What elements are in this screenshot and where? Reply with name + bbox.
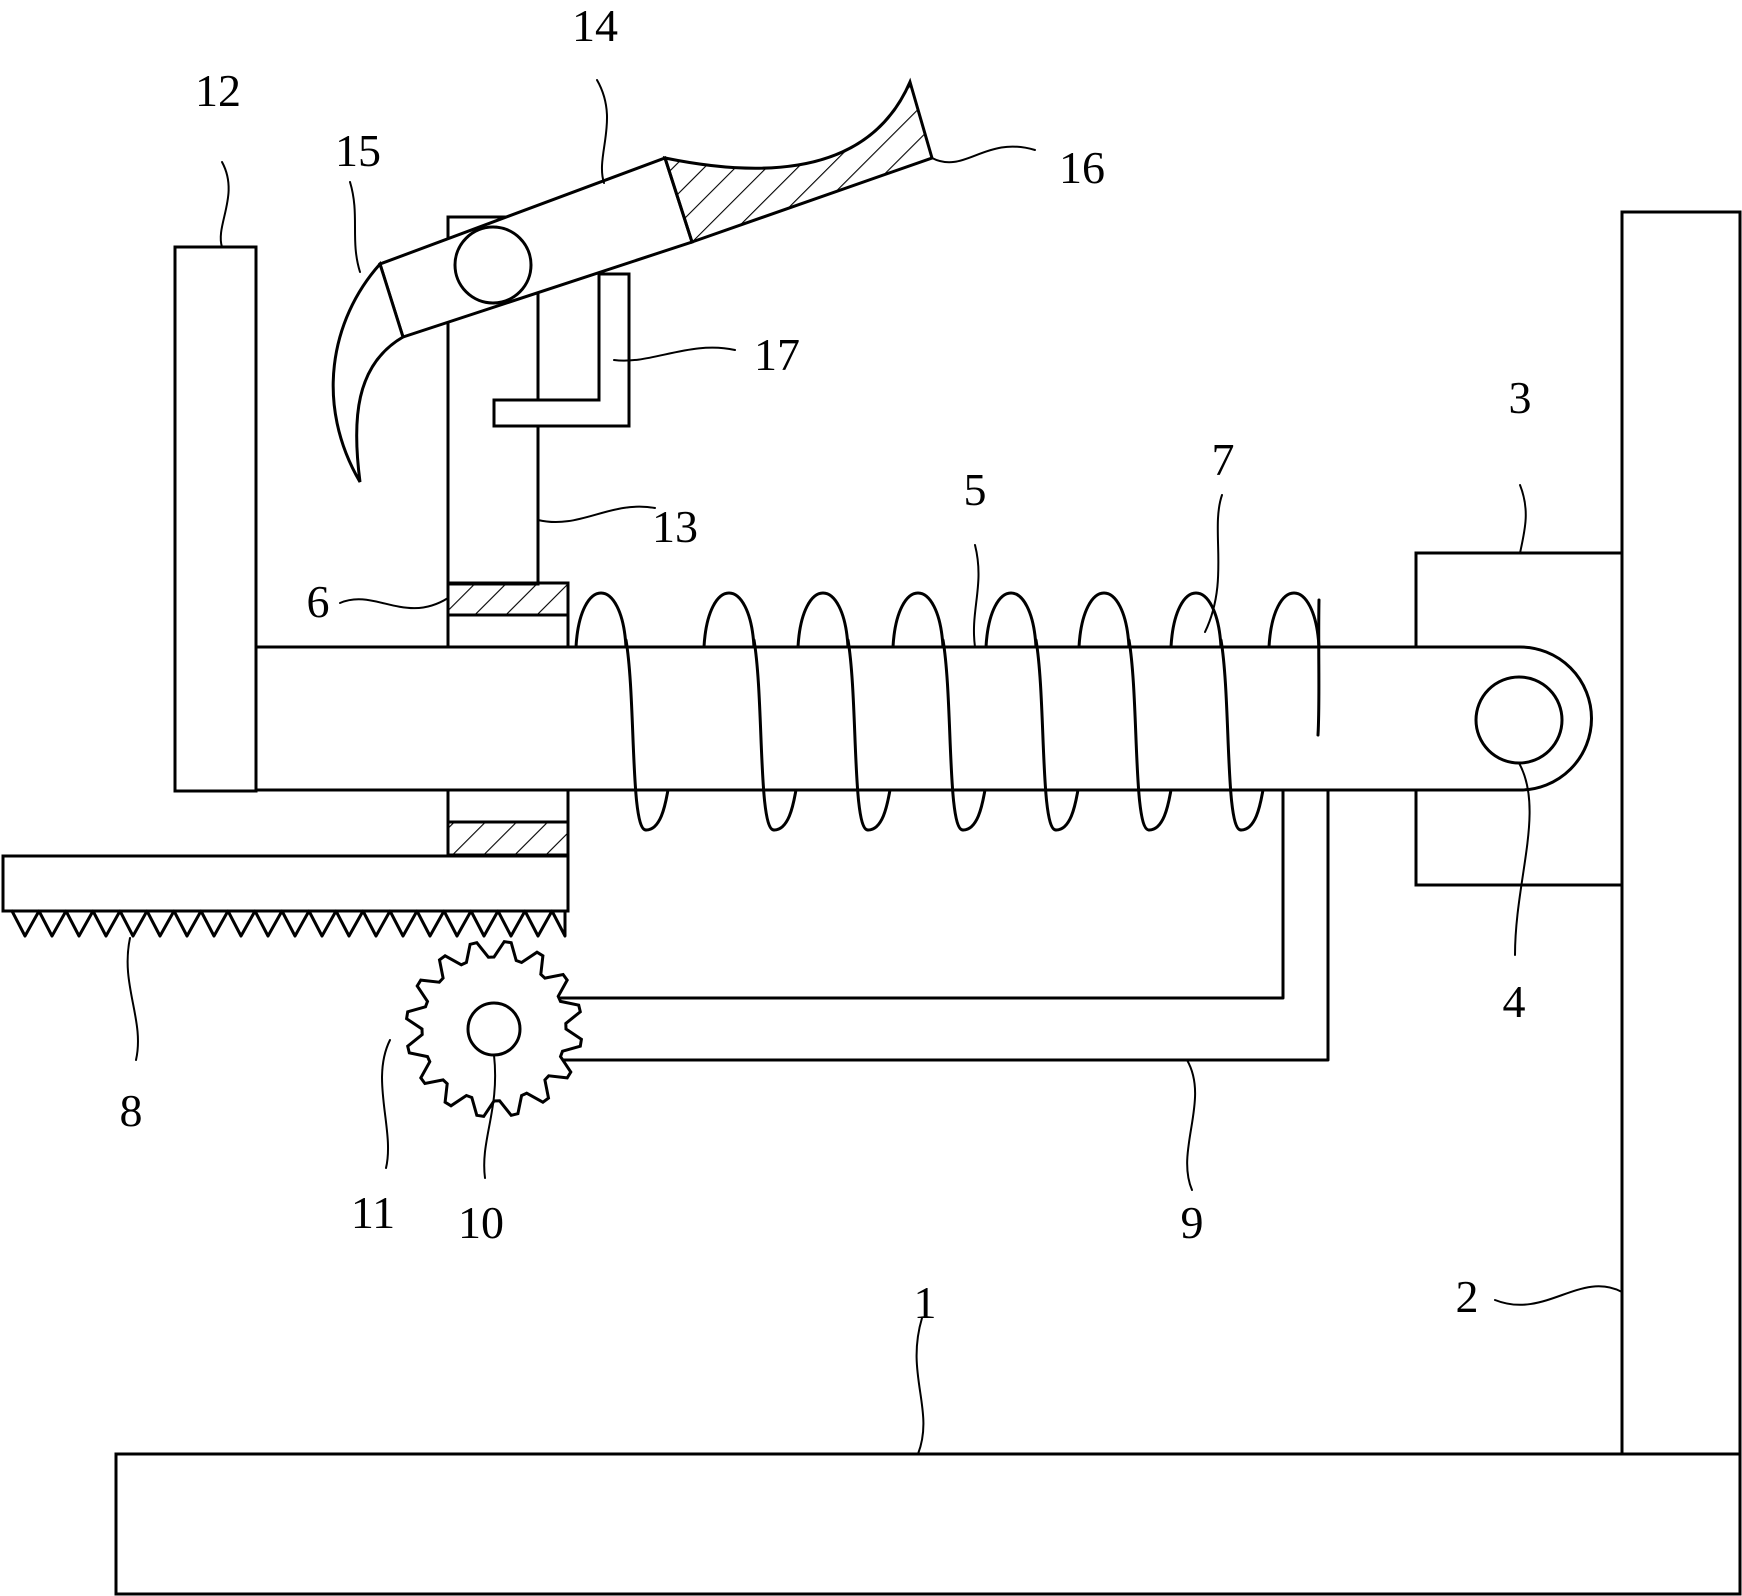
spring-coil-front	[1127, 638, 1151, 832]
spring-coil-top	[1077, 591, 1131, 649]
leader-12	[219, 161, 230, 248]
spring-coil-bottom	[961, 788, 987, 832]
leader-1	[915, 1317, 925, 1455]
label-17: 17	[754, 329, 800, 380]
leader-15	[349, 181, 361, 273]
rack-bar	[1, 854, 570, 913]
arm-pivot	[453, 225, 533, 305]
leader-lines	[126, 79, 1623, 1455]
spring-coil-top	[574, 591, 628, 649]
leader-16	[931, 145, 1036, 164]
spring-coil-bottom	[1147, 788, 1173, 832]
vertical-support	[1620, 210, 1742, 1456]
label-7: 7	[1212, 434, 1235, 485]
sleeve-upper-gap	[446, 613, 570, 649]
spring-coil-top	[1267, 591, 1321, 649]
spring-coil-top	[891, 591, 945, 649]
leader-3	[1519, 484, 1527, 554]
label-2: 2	[1456, 1271, 1479, 1322]
leader-10	[483, 1054, 497, 1179]
rack-teeth	[10, 909, 567, 938]
spring-coil-bottom	[644, 788, 670, 832]
label-15: 15	[335, 125, 381, 176]
leader-6	[339, 597, 449, 610]
rack-tooth-row	[10, 909, 567, 938]
gear-bracket	[558, 788, 1330, 1062]
spring-coil-top	[796, 591, 850, 649]
base-plate	[114, 1452, 1742, 1596]
cutter-head	[662, 77, 934, 244]
label-4: 4	[1503, 976, 1526, 1027]
leader-7	[1204, 494, 1223, 633]
leader-2	[1494, 1285, 1623, 1306]
leader-9	[1186, 1059, 1197, 1191]
label-5: 5	[964, 464, 987, 515]
spring-coil-bottom	[866, 788, 892, 832]
hook-claw	[331, 261, 405, 483]
leader-11	[381, 1039, 391, 1169]
label-6: 6	[307, 576, 330, 627]
spring-coil-top	[702, 591, 756, 649]
label-8: 8	[120, 1085, 143, 1136]
spring-coil-bottom	[1054, 788, 1080, 832]
l-bracket	[492, 272, 631, 428]
spring-coil-front	[941, 638, 965, 832]
spring-coil-front	[624, 638, 648, 832]
spring-coil-bottom	[1239, 788, 1265, 832]
label-11: 11	[351, 1187, 395, 1238]
label-12: 12	[195, 65, 241, 116]
label-3: 3	[1509, 372, 1532, 423]
spring-coil-top	[1169, 591, 1223, 649]
leader-14	[596, 79, 608, 184]
label-14: 14	[572, 0, 618, 51]
leader-17	[613, 346, 736, 362]
leader-4	[1514, 762, 1531, 956]
label-9: 9	[1181, 1197, 1204, 1248]
label-10: 10	[458, 1197, 504, 1248]
spring-coil-top	[984, 591, 1038, 649]
leader-8	[126, 937, 139, 1061]
spring-coil-front	[1219, 638, 1243, 832]
leader-5	[972, 544, 980, 648]
pivot-pin	[1474, 675, 1564, 765]
sleeve-lower-pad	[446, 820, 570, 857]
spring-coil-front	[846, 638, 870, 832]
label-1: 1	[914, 1277, 937, 1328]
left-vertical-board	[173, 245, 258, 793]
spring-coil-front	[1034, 638, 1058, 832]
sleeve-lower-gap	[446, 788, 570, 824]
spring	[574, 591, 1321, 832]
sleeve-upper-pad	[446, 581, 570, 617]
leader-13	[537, 505, 656, 524]
spring-end	[1316, 598, 1321, 737]
spring-coil-front	[752, 638, 776, 832]
gear-shaft	[466, 1001, 522, 1057]
horizontal-rod	[254, 645, 1593, 792]
label-13: 13	[652, 501, 698, 552]
spring-coil-bottom	[772, 788, 798, 832]
label-16: 16	[1059, 142, 1105, 193]
